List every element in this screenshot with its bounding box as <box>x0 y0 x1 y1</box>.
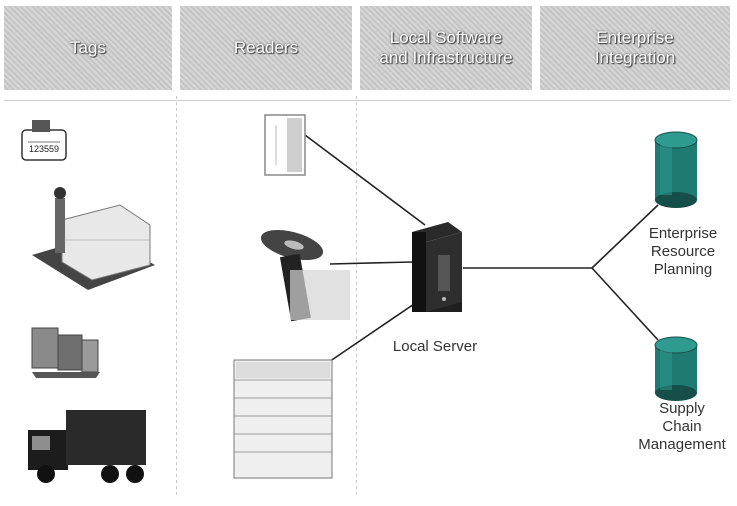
wall-reader-icon <box>265 115 305 175</box>
truck-icon <box>28 410 146 483</box>
line-reader1-server <box>305 135 425 225</box>
cartons-icon <box>32 328 100 378</box>
tag-device-icon: 123559 <box>22 120 66 160</box>
fixed-reader-array-icon <box>234 360 332 478</box>
pallet-scale-icon <box>32 187 155 290</box>
scm-database-icon <box>655 337 697 401</box>
tag-device-label: 123559 <box>29 144 59 154</box>
scm-label-line-3: Management <box>628 436 736 454</box>
erp-label-line-1: Enterprise <box>635 225 731 243</box>
connection-lines <box>305 135 658 368</box>
local-server-label: Local Server <box>380 338 490 356</box>
erp-database-icon <box>655 132 697 208</box>
line-reader2-server <box>330 262 412 264</box>
scm-label-line-2: Chain <box>628 418 736 436</box>
scm-label-line-1: Supply <box>628 400 736 418</box>
handheld-reader-icon <box>258 224 350 321</box>
scm-label: Supply Chain Management <box>628 400 736 454</box>
erp-label: Enterprise Resource Planning <box>635 225 731 279</box>
erp-label-line-2: Resource <box>635 243 731 261</box>
local-server-icon <box>412 222 462 312</box>
erp-label-line-3: Planning <box>635 261 731 279</box>
